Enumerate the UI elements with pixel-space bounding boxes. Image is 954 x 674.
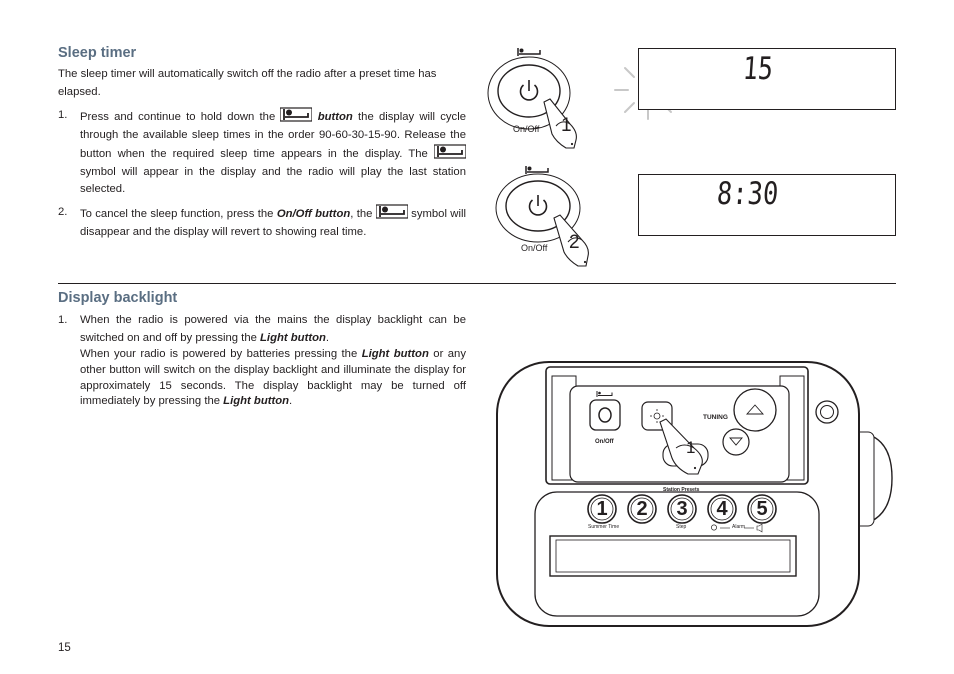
- preset-label: 3: [676, 498, 688, 520]
- button-emphasis: Light button: [361, 348, 429, 360]
- page-number: 15: [58, 642, 71, 654]
- step-text: , the: [350, 208, 373, 220]
- step-text: symbol will disappear and the display wi…: [80, 208, 466, 238]
- sleep-icon: [525, 166, 549, 174]
- sleep-icon: [517, 48, 541, 56]
- power-icon: [519, 80, 539, 101]
- lcd-display-sleep-time: 15: [638, 48, 896, 110]
- sleep-icon: [596, 391, 613, 397]
- pointing-hand-icon: [553, 214, 589, 267]
- radio-front-illustration: [496, 361, 893, 627]
- step-text: or any other button will switch on the d…: [80, 348, 466, 408]
- step-number: 2.: [58, 206, 68, 218]
- callout-number: 2: [569, 232, 580, 253]
- section-divider: [58, 283, 896, 284]
- pointing-hand-icon: [543, 98, 577, 149]
- button-emphasis: button: [317, 111, 353, 123]
- step-text: To cancel the sleep function, press the: [80, 208, 274, 220]
- preset-label: 4: [716, 498, 728, 520]
- step-text: the display will cycle through the avail…: [80, 111, 466, 160]
- step-text: Press and continue to hold down the: [80, 111, 276, 123]
- preset-button-1[interactable]: [587, 494, 617, 524]
- alarm-clock-icon: [711, 524, 717, 531]
- buzzer-icon: [756, 523, 763, 533]
- step-text: .: [289, 395, 293, 408]
- power-icon: [528, 195, 548, 216]
- sleep-step-1: Press and continue to hold down the butt…: [80, 107, 466, 199]
- step-text: symbol will appear in the display and th…: [80, 165, 466, 196]
- step-text: When the radio is powered via the mains …: [80, 314, 466, 344]
- step-text: When your radio is powered by batteries …: [80, 348, 358, 360]
- preset-button-3[interactable]: [667, 494, 697, 524]
- tuning-label: TUNING: [703, 414, 728, 421]
- lcd-display-clock: 8:30: [638, 174, 896, 236]
- preset-label: 2: [636, 498, 648, 520]
- sleep-timer-heading: Sleep timer: [58, 45, 137, 61]
- onoff-label: On/Off: [513, 124, 540, 134]
- button-emphasis: On/Off button: [276, 208, 351, 220]
- step-text: .: [325, 331, 330, 344]
- preset-label: 1: [596, 498, 608, 520]
- step-number: 1.: [58, 314, 68, 326]
- button-emphasis: Light button: [223, 395, 290, 408]
- headphone-socket: [815, 400, 839, 424]
- lcd-digits: 15: [741, 51, 775, 87]
- backlight-step-1: When the radio is powered via the mains …: [80, 312, 466, 347]
- alarm-label: Alarm: [732, 524, 746, 530]
- sleep-icon: [434, 144, 466, 159]
- button-emphasis: Light button: [260, 331, 326, 344]
- summer-time-label: Summer Time: [588, 524, 620, 530]
- sleep-timer-intro: The sleep timer will automatically switc…: [58, 68, 437, 98]
- pointing-hand-icon: [659, 418, 703, 475]
- backlight-battery-paragraph: When your radio is powered by batteries …: [80, 347, 466, 410]
- onoff-figure-step1: [487, 48, 577, 149]
- lcd-digits: 8:30: [715, 176, 780, 212]
- onoff-label: On/Off: [521, 243, 548, 253]
- step-label: Step: [676, 524, 687, 530]
- sleep-icon: [280, 107, 313, 122]
- tuning-control[interactable]: [722, 388, 777, 456]
- display-backlight-heading: Display backlight: [58, 290, 178, 306]
- tune-down-icon: [729, 437, 743, 446]
- radio-onoff-label: On/Off: [595, 439, 614, 445]
- preset-button-4[interactable]: [707, 494, 737, 524]
- step-number: 1.: [58, 109, 68, 121]
- preset-label: 5: [756, 498, 768, 520]
- preset-button-5[interactable]: [747, 494, 777, 524]
- station-presets-label: Station Presets: [663, 487, 700, 493]
- tune-up-icon: [745, 404, 765, 415]
- callout-number: 1: [561, 115, 572, 136]
- onoff-figure-step2: [495, 166, 589, 267]
- callout-number: 1: [686, 438, 696, 457]
- sleep-step-2: To cancel the sleep function, press the …: [80, 204, 466, 241]
- preset-button-2[interactable]: [627, 494, 657, 524]
- sleep-icon: [375, 204, 408, 219]
- radio-onoff-button[interactable]: [589, 399, 621, 431]
